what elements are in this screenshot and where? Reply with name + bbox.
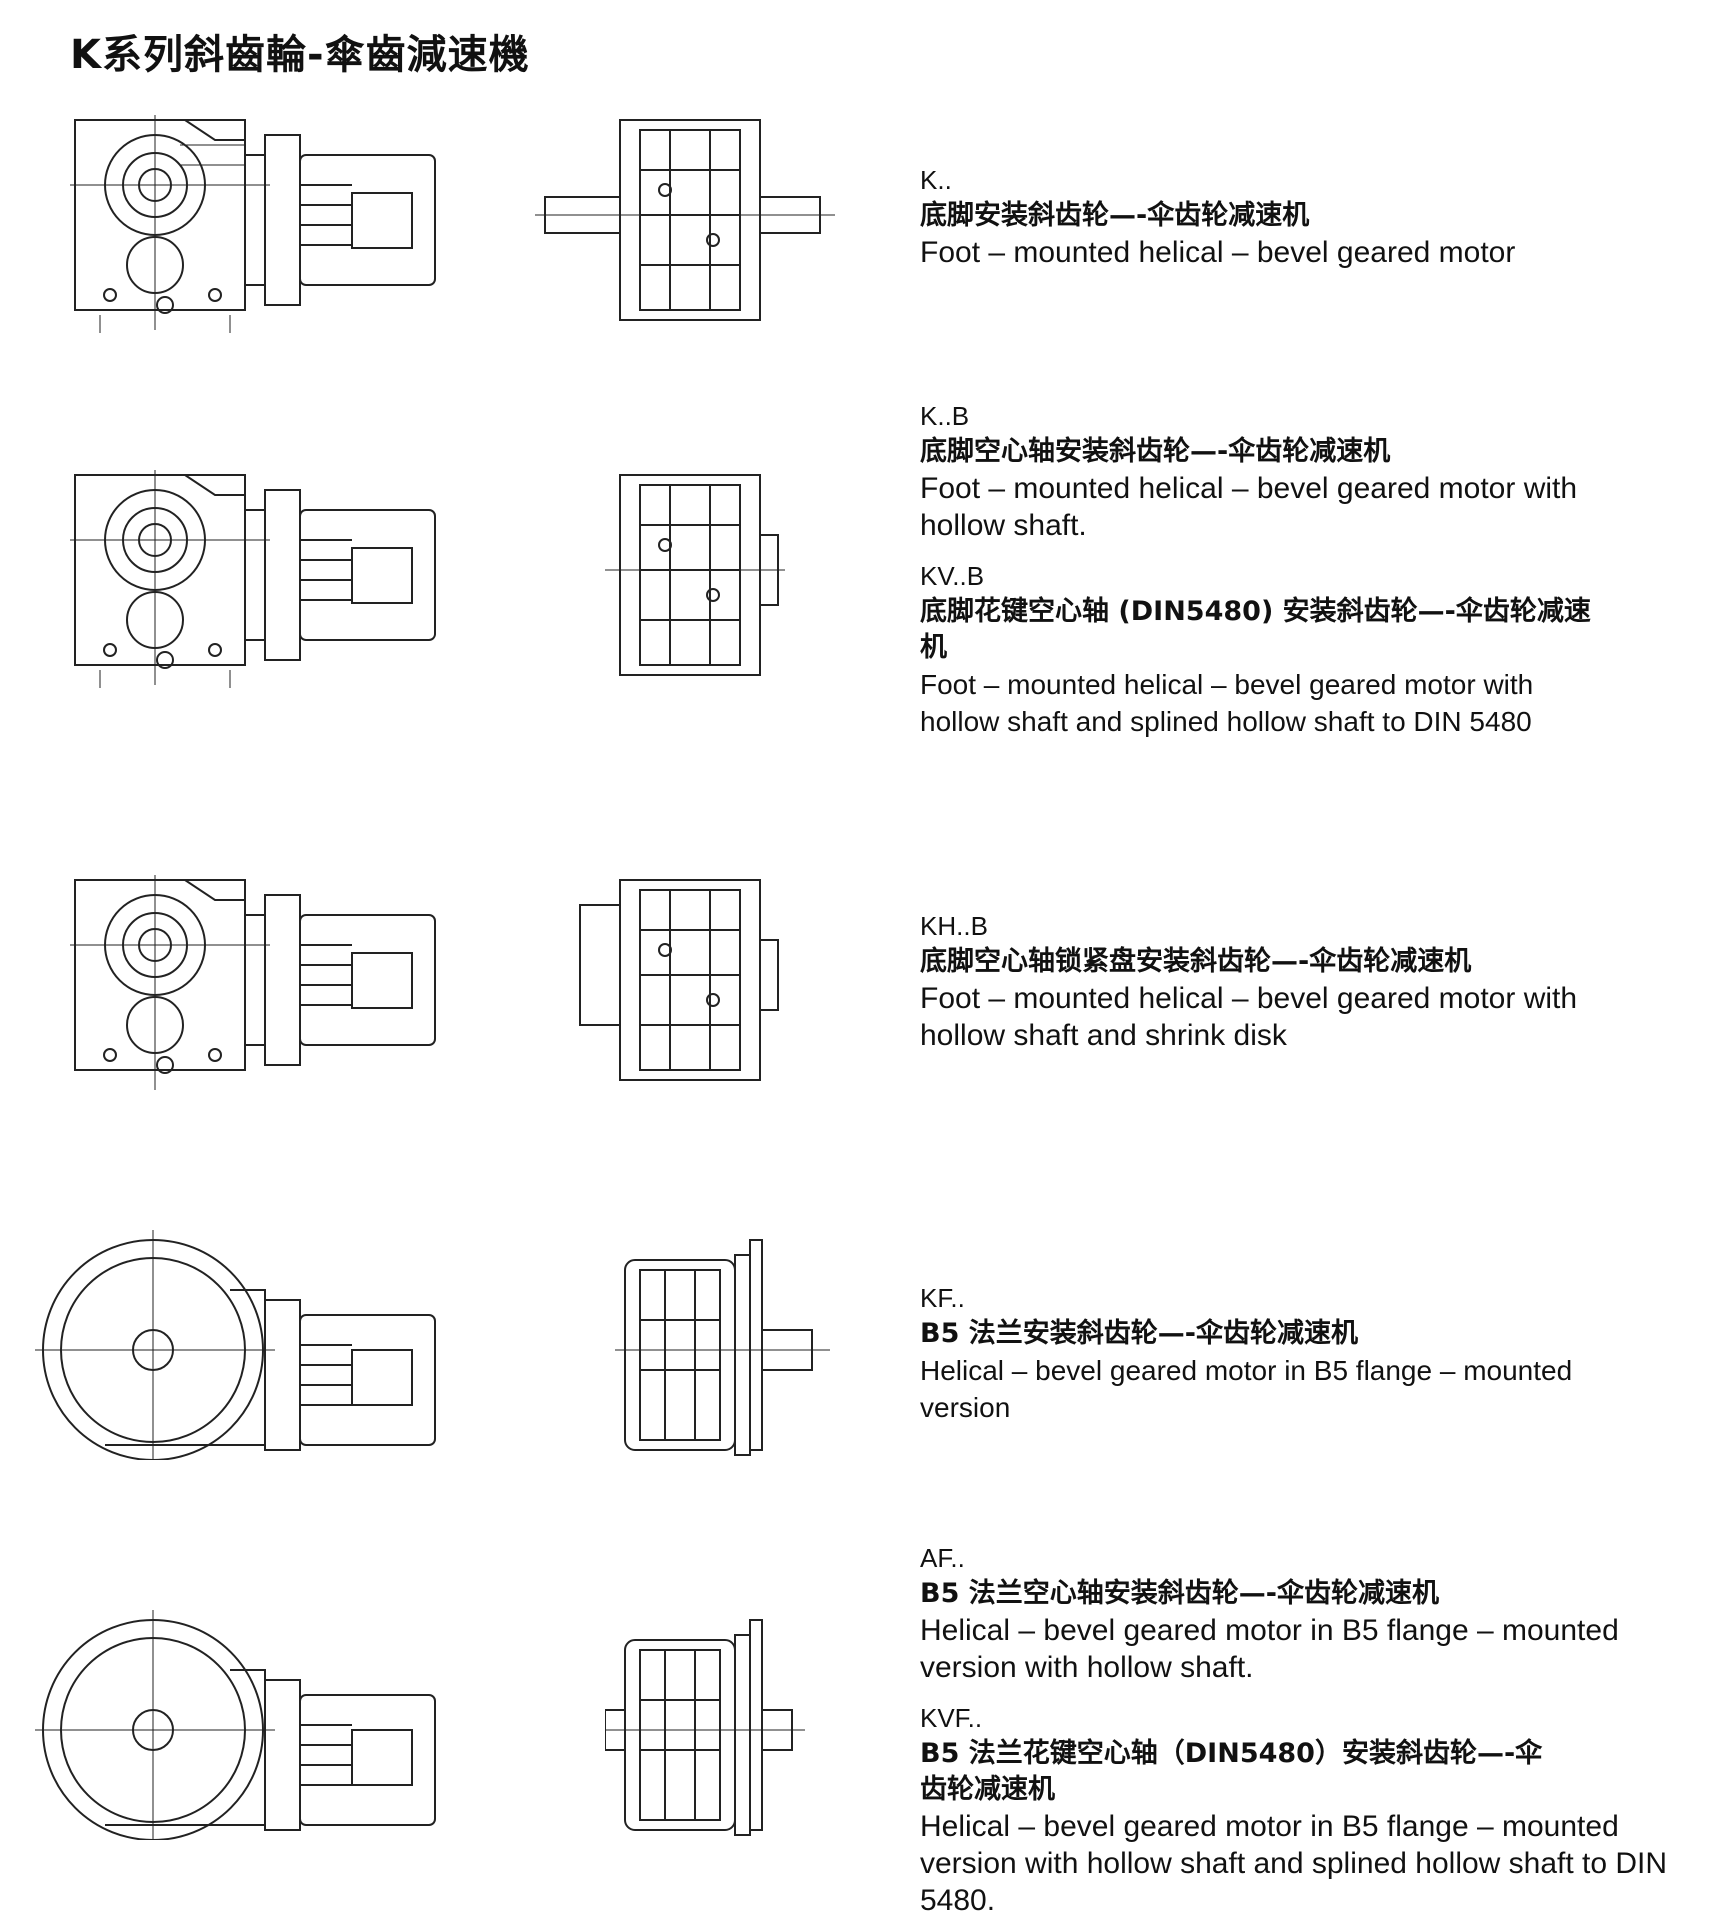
foot-mounted-side-view-drawing-1 xyxy=(70,115,460,335)
entry-kf: KF.. B5 法兰安装斜齿轮—-伞齿轮减速机 Helical – bevel … xyxy=(920,1280,1700,1426)
foot-mounted-front-view-drawing-1 xyxy=(535,115,835,325)
page-title: K系列斜齒輪-傘齒減速機 xyxy=(70,32,530,78)
entry-kh-b: KH..B 底脚空心轴锁紧盘安装斜齿轮—-伞齿轮减速机 Foot – mount… xyxy=(920,908,1700,1054)
shrink-disk-side-view-drawing xyxy=(70,875,460,1095)
foot-mounted-hollow-shaft-side-view-drawing xyxy=(70,470,460,690)
english-description: Foot – mounted helical – bevel geared mo… xyxy=(920,669,1534,737)
model-code: AF.. xyxy=(920,1543,965,1573)
english-description: Helical – bevel geared motor in B5 flang… xyxy=(920,1810,1668,1917)
model-code: K.. xyxy=(920,165,952,195)
model-code: KF.. xyxy=(920,1283,965,1313)
english-description: Foot – mounted helical – bevel geared mo… xyxy=(920,982,1578,1052)
chinese-description: 底脚安装斜齿轮—-伞齿轮减速机 xyxy=(920,200,1310,231)
english-description: Foot – mounted helical – bevel geared mo… xyxy=(920,472,1578,542)
flange-hollow-shaft-side-view-drawing xyxy=(35,1610,455,1840)
model-code: KV..B xyxy=(920,561,985,591)
entry-k: K.. 底脚安装斜齿轮—-伞齿轮减速机 Foot – mounted helic… xyxy=(920,162,1700,271)
foot-mounted-hollow-shaft-front-view-drawing xyxy=(535,470,835,680)
model-code: KVF.. xyxy=(920,1703,983,1733)
chinese-description: B5 法兰空心轴安装斜齿轮—-伞齿轮减速机 xyxy=(920,1578,1439,1609)
chinese-description: 底脚花键空心轴 (DIN5480) 安装斜齿轮—-伞齿轮减速机 xyxy=(920,596,1591,663)
english-description: Helical – bevel geared motor in B5 flang… xyxy=(920,1355,1573,1423)
chinese-description: 底脚空心轴安装斜齿轮—-伞齿轮减速机 xyxy=(920,436,1391,467)
entry-af: AF.. B5 法兰空心轴安装斜齿轮—-伞齿轮减速机 Helical – bev… xyxy=(920,1540,1700,1919)
model-code: K..B xyxy=(920,401,970,431)
english-description: Helical – bevel geared motor in B5 flang… xyxy=(920,1614,1619,1684)
shrink-disk-front-view-drawing xyxy=(535,875,835,1085)
model-code: KH..B xyxy=(920,911,988,941)
flange-mounted-side-view-drawing xyxy=(35,1230,455,1460)
entry-k-b: K..B 底脚空心轴安装斜齿轮—-伞齿轮减速机 Foot – mounted h… xyxy=(920,398,1700,740)
english-description: Foot – mounted helical – bevel geared mo… xyxy=(920,236,1516,269)
chinese-description: 底脚空心轴锁紧盘安装斜齿轮—-伞齿轮减速机 xyxy=(920,946,1472,977)
chinese-description: B5 法兰安装斜齿轮—-伞齿轮减速机 xyxy=(920,1318,1358,1349)
flange-mounted-front-view-drawing xyxy=(615,1230,845,1460)
chinese-description: B5 法兰花键空心轴（DIN5480）安装斜齿轮—-伞齿轮减速机 xyxy=(920,1738,1543,1805)
flange-hollow-shaft-front-view-drawing xyxy=(605,1610,845,1840)
